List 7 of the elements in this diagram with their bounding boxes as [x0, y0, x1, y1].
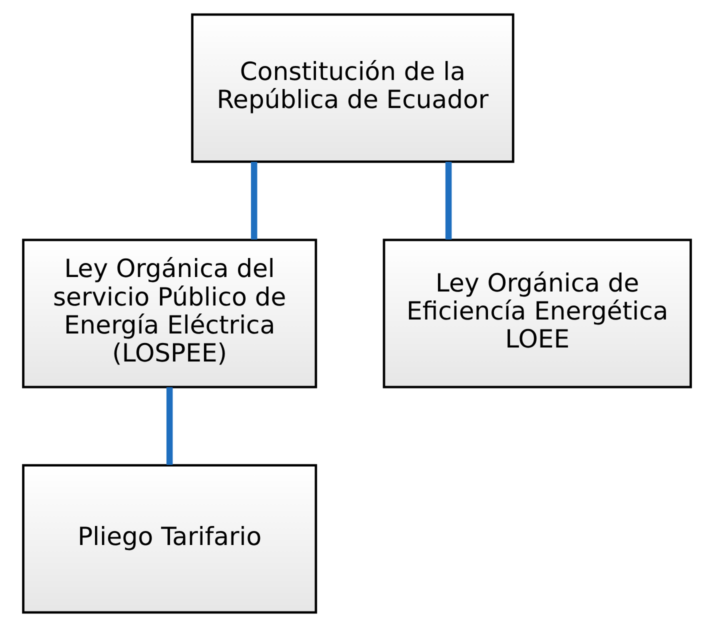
connector — [166, 387, 172, 465]
node-box: Ley Orgánica de Eficiencía Energética LOEE — [382, 238, 692, 388]
node-box: Constitución de la República de Ecuador — [190, 13, 514, 163]
connector — [444, 162, 452, 240]
node-box: Ley Orgánica del servicio Público de Energía Eléctrica (LOSPEE) — [22, 238, 317, 388]
connector — [250, 162, 257, 240]
node-box: Pliego Tarifario — [22, 464, 317, 614]
